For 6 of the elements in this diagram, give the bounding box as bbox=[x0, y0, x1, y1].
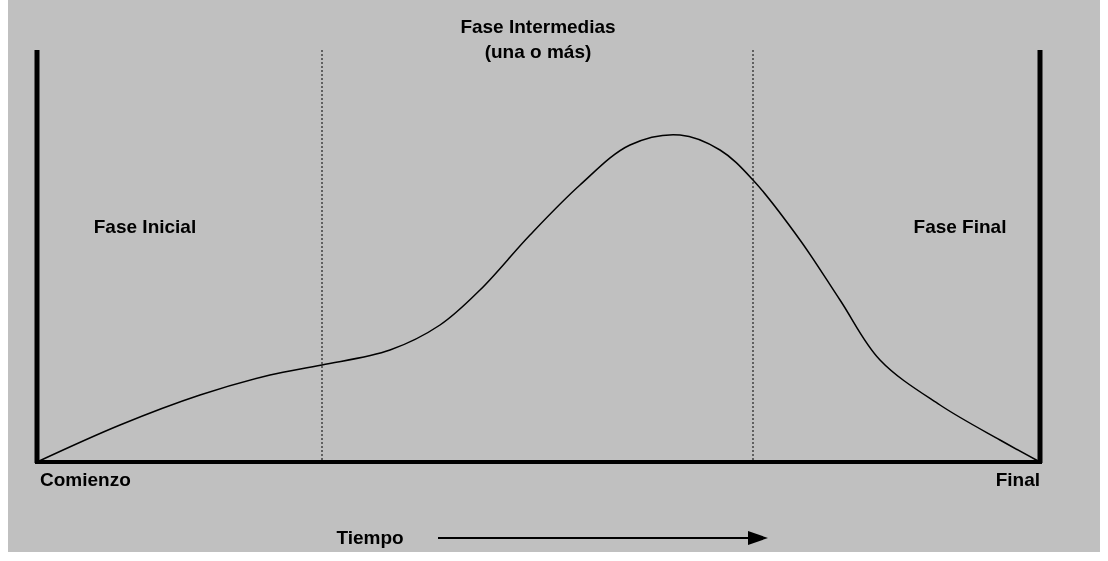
phase-label: Fase Final bbox=[912, 215, 1008, 239]
axis-label: Final bbox=[994, 468, 1040, 492]
axis-label: Comienzo bbox=[40, 468, 132, 492]
phase-label: Fase Inicial bbox=[92, 215, 198, 239]
phase-label: Fase Intermedias (una o más) bbox=[459, 15, 617, 64]
axis-label: Tiempo bbox=[335, 526, 405, 550]
